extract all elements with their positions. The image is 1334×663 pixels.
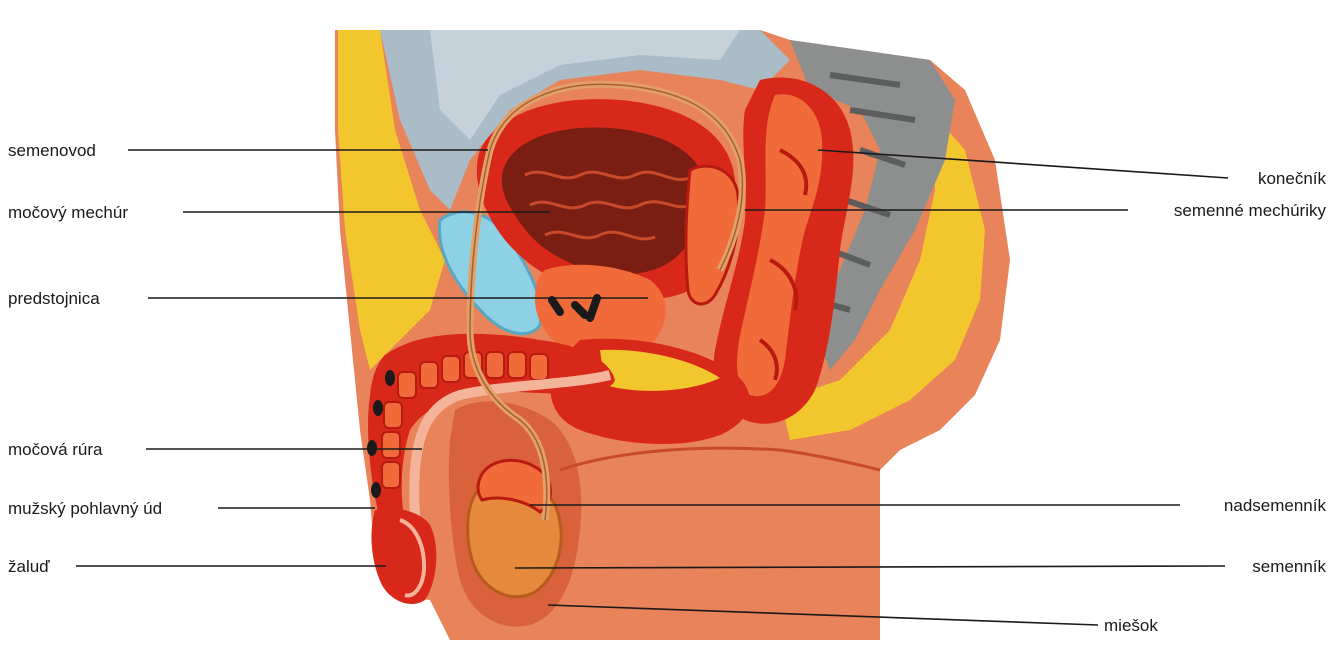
anatomy-illustration xyxy=(335,30,1010,640)
label-mocovy-mechur: močový mechúr xyxy=(8,203,128,222)
label-semenovod: semenovod xyxy=(8,141,96,160)
label-semenne-mechuriky: semenné mechúriky xyxy=(1174,201,1327,220)
label-predstojnica: predstojnica xyxy=(8,289,100,308)
label-konecnik: konečník xyxy=(1258,169,1327,188)
label-zalud: žaluď xyxy=(8,557,50,576)
label-muzsky-pohlavny-ud: mužský pohlavný úd xyxy=(8,499,162,518)
label-mocova-rura: močová rúra xyxy=(8,440,103,459)
label-semennik: semenník xyxy=(1252,557,1326,576)
label-miesok: miešok xyxy=(1104,616,1158,635)
label-nadsemennik: nadsemenník xyxy=(1224,496,1327,515)
